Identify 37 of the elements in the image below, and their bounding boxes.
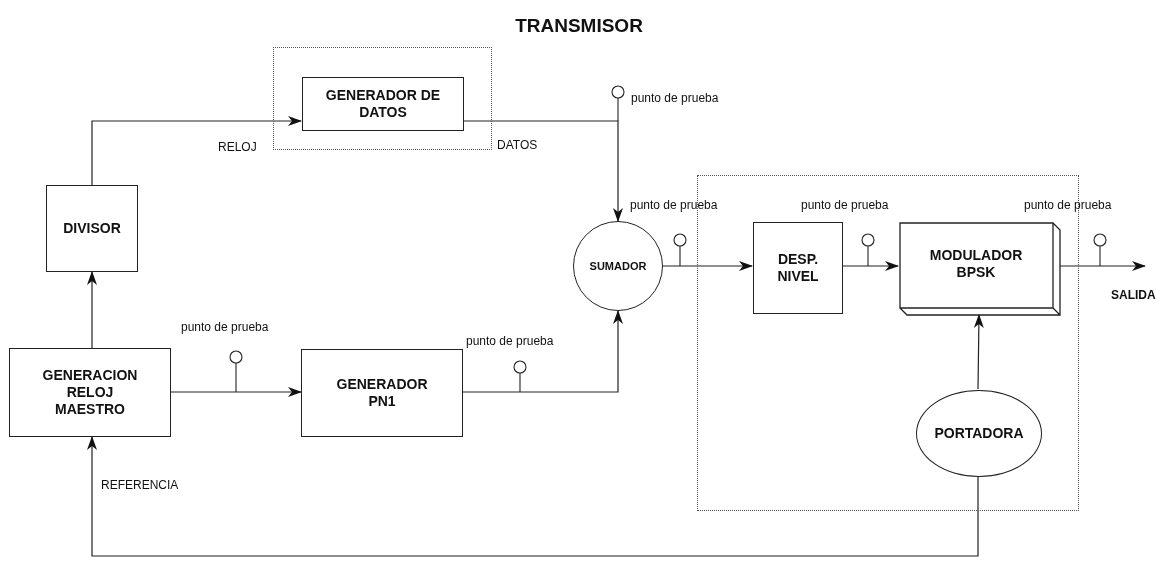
block-box [301, 349, 463, 437]
test-point-label: punto de prueba [180, 320, 270, 334]
arrow [87, 271, 97, 349]
arrow [973, 314, 984, 390]
block-box [46, 185, 138, 272]
block-label: GENERACION RELOJ MAESTRO [41, 367, 139, 418]
dotted-group-border [273, 47, 492, 150]
test-point-label: punto de prueba [629, 198, 719, 212]
modulator-block [899, 222, 1061, 316]
arrow [841, 261, 899, 271]
arrow [462, 120, 623, 222]
arrow [170, 387, 302, 397]
diagram-title: TRANSMISOR [514, 15, 644, 37]
arrow [462, 310, 623, 393]
test-point-label: punto de prueba [800, 198, 890, 212]
block-label: DIVISOR [63, 220, 121, 237]
test-point-label: punto de prueba [630, 91, 720, 105]
arrow [662, 261, 753, 271]
block-label: GENERADOR DE DATOS [324, 87, 442, 121]
block-label: MODULADOR BPSK [929, 247, 1023, 281]
block-label: SUMADOR [589, 258, 647, 274]
block-box [302, 77, 464, 131]
edge-label: RELOJ [217, 140, 258, 154]
block-label: PORTADORA [934, 425, 1024, 442]
test-point-label: punto de prueba [465, 334, 555, 348]
arrow [87, 436, 979, 557]
block-label: GENERADOR PN1 [336, 376, 428, 410]
test-point-label: punto de prueba [1023, 198, 1113, 212]
block-label: DESP. NIVEL [776, 251, 820, 285]
oscillator-ellipse [916, 390, 1042, 477]
block-box [9, 348, 171, 437]
edge-label: REFERENCIA [100, 478, 180, 492]
arrow [1059, 261, 1146, 271]
block-box [753, 222, 843, 314]
edge-label: DATOS [496, 138, 539, 152]
arrow [91, 116, 302, 186]
edge-label: SALIDA [1110, 288, 1156, 302]
